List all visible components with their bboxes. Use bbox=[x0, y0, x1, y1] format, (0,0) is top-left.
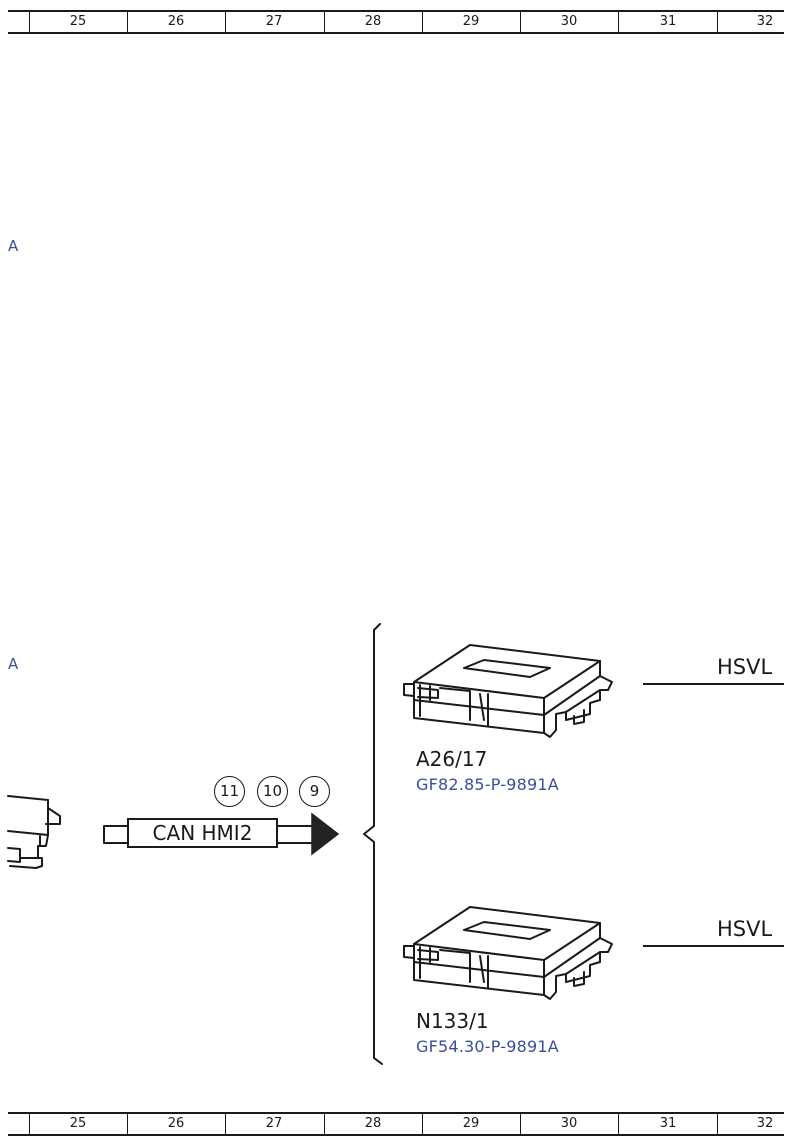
ruler-number: 25 bbox=[69, 14, 87, 29]
bus-line bbox=[643, 683, 784, 685]
ruler-number: 28 bbox=[364, 14, 382, 29]
can-bus-tail bbox=[103, 825, 128, 844]
curly-brace bbox=[363, 623, 383, 1065]
ruler-number: 31 bbox=[659, 1116, 677, 1131]
can-bus-label[interactable]: CAN HMI2 bbox=[127, 818, 278, 848]
ruler-tick bbox=[29, 12, 30, 32]
ruler-tick bbox=[520, 12, 521, 32]
ruler-number: 25 bbox=[69, 1116, 87, 1131]
ruler-tick bbox=[225, 12, 226, 32]
arrow-right-icon bbox=[311, 812, 340, 856]
ruler-number: 32 bbox=[756, 1116, 774, 1131]
ruler-tick bbox=[324, 1114, 325, 1134]
ruler-tick bbox=[422, 12, 423, 32]
control-unit-module-icon bbox=[403, 906, 613, 1000]
ruler-number: 29 bbox=[462, 14, 480, 29]
component-code: A26/17 bbox=[416, 747, 488, 771]
ruler-number: 26 bbox=[167, 1116, 185, 1131]
can-bus-shaft bbox=[277, 825, 313, 844]
ruler-number: 28 bbox=[364, 1116, 382, 1131]
left-edge-reference-lower[interactable]: A bbox=[8, 655, 19, 673]
ruler-tick bbox=[29, 1114, 30, 1134]
connection-number-circle[interactable]: 9 bbox=[299, 776, 330, 807]
ruler-tick bbox=[618, 12, 619, 32]
bus-label-hsvl: HSVL bbox=[717, 655, 773, 679]
control-unit-module-icon bbox=[7, 795, 61, 869]
ruler-number: 26 bbox=[167, 14, 185, 29]
ruler-number: 27 bbox=[265, 14, 283, 29]
bus-label-hsvl: HSVL bbox=[717, 917, 773, 941]
ruler-number: 27 bbox=[265, 1116, 283, 1131]
ruler-number: 29 bbox=[462, 1116, 480, 1131]
component-reference-link[interactable]: GF82.85-P-9891A bbox=[416, 775, 559, 794]
left-edge-reference-upper[interactable]: A bbox=[8, 237, 19, 255]
bus-line bbox=[643, 945, 784, 947]
top-column-ruler: 25 26 27 28 29 30 31 32 bbox=[8, 10, 784, 34]
ruler-number: 31 bbox=[659, 14, 677, 29]
ruler-number: 30 bbox=[560, 1116, 578, 1131]
ruler-tick bbox=[127, 12, 128, 32]
connection-number-circle[interactable]: 10 bbox=[257, 776, 288, 807]
ruler-tick bbox=[618, 1114, 619, 1134]
control-unit-module-icon bbox=[403, 644, 613, 738]
component-reference-link[interactable]: GF54.30-P-9891A bbox=[416, 1037, 559, 1056]
ruler-tick bbox=[127, 1114, 128, 1134]
ruler-tick bbox=[324, 12, 325, 32]
ruler-number: 30 bbox=[560, 14, 578, 29]
ruler-tick bbox=[717, 12, 718, 32]
connection-number-circle[interactable]: 11 bbox=[214, 776, 245, 807]
ruler-number: 32 bbox=[756, 14, 774, 29]
ruler-tick bbox=[717, 1114, 718, 1134]
ruler-tick bbox=[422, 1114, 423, 1134]
ruler-tick bbox=[225, 1114, 226, 1134]
bottom-column-ruler: 25 26 27 28 29 30 31 32 bbox=[8, 1112, 784, 1136]
ruler-tick bbox=[520, 1114, 521, 1134]
component-code: N133/1 bbox=[416, 1009, 489, 1033]
